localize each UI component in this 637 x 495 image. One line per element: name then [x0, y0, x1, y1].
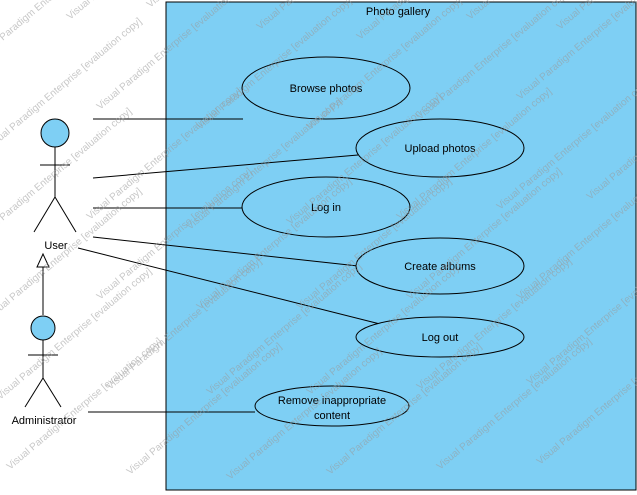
actor-user[interactable]: User — [33, 118, 77, 252]
use-case-browse-photos[interactable]: Browse photos — [241, 56, 411, 120]
use-case-label: Log out — [422, 332, 459, 344]
use-case-label-line1: Remove inappropriate — [278, 395, 386, 407]
actor-user-label: User — [44, 240, 68, 252]
use-case-label-line2: content — [314, 410, 350, 422]
use-case-upload-photos[interactable]: Upload photos — [355, 118, 525, 178]
use-case-label: Browse photos — [290, 83, 363, 95]
actor-administrator[interactable]: Administrator — [12, 315, 77, 427]
use-case-label: Upload photos — [405, 143, 476, 155]
use-case-log-in[interactable]: Log in — [241, 176, 411, 238]
associations — [77, 118, 381, 413]
assoc-user-log-out[interactable] — [77, 247, 381, 325]
generalization-admin-to-user[interactable] — [36, 252, 50, 315]
actor-head-icon — [30, 315, 56, 341]
use-case-create-albums[interactable]: Create albums — [355, 237, 525, 295]
use-case-remove-inappropriate-content[interactable]: Remove inappropriate content — [254, 385, 410, 427]
use-case-label: Log in — [311, 202, 341, 214]
watermark-text: Visual Paradigm Enterprise [evaluation c… — [5, 336, 165, 472]
assoc-user-create-albums[interactable] — [92, 236, 359, 267]
use-case-label: Create albums — [404, 261, 476, 273]
use-case-log-out[interactable]: Log out — [355, 316, 525, 358]
system-title: Photo gallery — [366, 6, 431, 18]
actor-administrator-label: Administrator — [12, 415, 77, 427]
watermark-text: Visual Paradigm Enterprise [evaluation c… — [0, 0, 134, 62]
actor-head-icon — [40, 118, 70, 148]
assoc-user-upload-photos[interactable] — [92, 154, 359, 179]
